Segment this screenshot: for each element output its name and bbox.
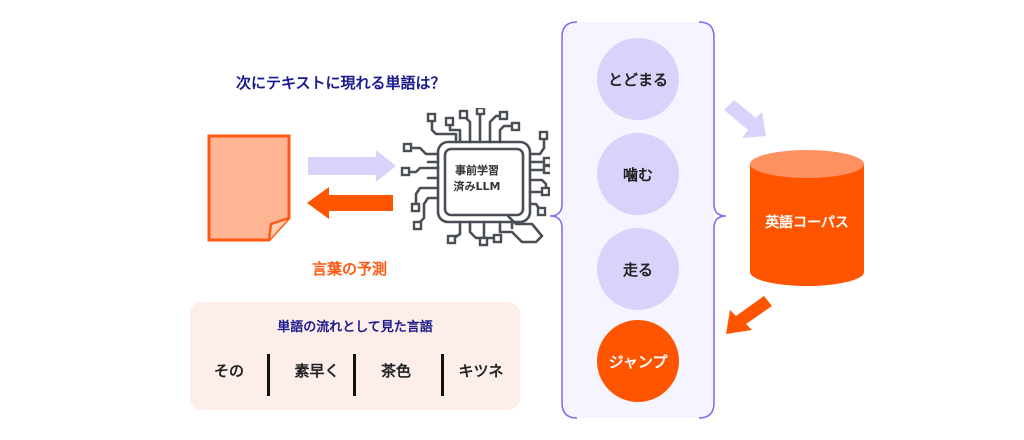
arrow-down-right-icon xyxy=(724,100,766,138)
word-divider xyxy=(441,354,444,396)
candidate-kamu: 噛む xyxy=(597,133,679,215)
candidate-label: ジャンプ xyxy=(608,352,668,371)
candidate-label: とどまる xyxy=(607,70,668,89)
arrow-down-left-icon xyxy=(726,296,772,334)
candidate-label: 走る xyxy=(622,260,653,279)
candidates-list: とどまる 噛む 走る ジャンプ xyxy=(562,20,714,418)
word-stream-panel: 単語の流れとして見た言語 その 素早く 茶色 キツネ xyxy=(190,302,520,410)
word-divider xyxy=(353,354,356,396)
candidate-hashiru: 走る xyxy=(597,228,679,310)
arrow-left-icon xyxy=(307,187,393,219)
prediction-label: 言葉の予測 xyxy=(312,260,388,278)
llm-label-line2: 済みLLM xyxy=(453,180,501,193)
word-item: 素早く xyxy=(294,362,340,380)
word-item: キツネ xyxy=(458,362,504,380)
word-divider xyxy=(267,354,270,396)
question-heading: 次にテキストに現れる単語は？ xyxy=(236,74,446,92)
candidate-todomaru: とどまる xyxy=(597,38,679,120)
document-icon xyxy=(207,134,291,242)
chip-icon xyxy=(400,108,550,247)
word-stream-title: 単語の流れとして見た言語 xyxy=(277,320,433,335)
llm-label-line1: 事前学習 xyxy=(455,164,499,177)
word-item: 茶色 xyxy=(380,362,411,380)
candidates-brace xyxy=(549,21,727,419)
corpus-label: 英語コーパス xyxy=(765,215,849,231)
candidate-jump-selected: ジャンプ xyxy=(597,320,679,402)
arrow-right-icon xyxy=(308,150,396,182)
database-icon xyxy=(750,150,864,286)
word-item: その xyxy=(213,362,244,380)
llm-label: 事前学習 済みLLM xyxy=(447,163,507,195)
candidate-label: 噛む xyxy=(622,165,653,184)
